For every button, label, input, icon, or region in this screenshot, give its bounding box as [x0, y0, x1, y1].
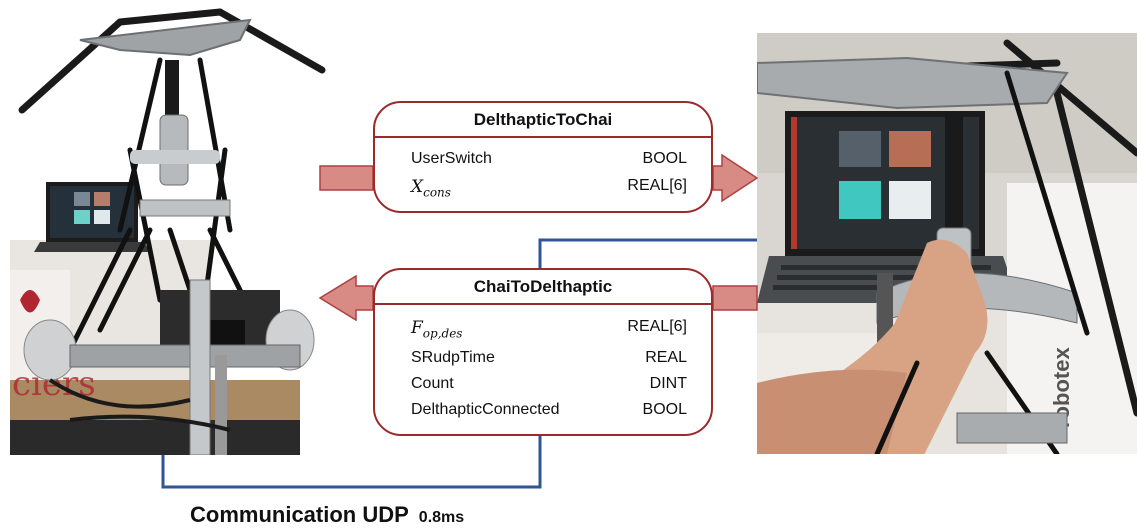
caption: Communication UDP 0.8ms — [190, 502, 464, 528]
delthaptic-to-chai-box: DelthapticToChai UserSwitch BOOL Xcons R… — [373, 101, 713, 213]
field-type: DINT — [649, 375, 687, 392]
field-name-base: X — [411, 177, 424, 197]
arrow-to-delthaptic-tail — [712, 285, 758, 311]
chai-to-delthaptic-box: ChaiToDelthaptic Fop,des REAL[6] SRudpTi… — [373, 268, 713, 436]
field-row: Xcons REAL[6] — [411, 177, 687, 201]
arrow-to-delthaptic-head — [318, 274, 374, 322]
field-type: BOOL — [642, 401, 687, 418]
field-row: Count DINT — [411, 375, 687, 399]
chai-user-photo: robotex — [757, 33, 1137, 454]
field-type: BOOL — [642, 150, 687, 167]
field-row: SRudpTime REAL — [411, 349, 687, 373]
delthaptic-robot-photo: ciers — [10, 0, 326, 455]
field-type: REAL[6] — [627, 318, 687, 335]
field-name-base: F — [411, 318, 423, 338]
arrow-to-chai-head — [712, 153, 759, 203]
chai-to-delthaptic-title: ChaiToDelthaptic — [375, 270, 711, 305]
field-name-sub: op,des — [422, 326, 463, 341]
field-name: DelthapticConnected — [411, 401, 560, 418]
field-row: UserSwitch BOOL — [411, 150, 687, 174]
caption-label: Communication UDP — [190, 502, 409, 527]
field-row: DelthapticConnected BOOL — [411, 401, 687, 425]
field-name: UserSwitch — [411, 150, 492, 167]
udp-link-line — [538, 238, 757, 270]
field-name: SRudpTime — [411, 349, 495, 366]
field-type: REAL[6] — [627, 177, 687, 194]
arrow-to-chai — [319, 165, 374, 191]
field-name: Xcons — [411, 177, 451, 199]
udp-link-line-bottom — [161, 436, 542, 489]
delthaptic-to-chai-title: DelthapticToChai — [375, 103, 711, 138]
field-name: Count — [411, 375, 454, 392]
field-name: Fop,des — [411, 318, 462, 340]
field-row: Fop,des REAL[6] — [411, 318, 687, 342]
field-type: REAL — [645, 349, 687, 366]
caption-latency: 0.8ms — [418, 509, 465, 526]
field-name-sub: cons — [423, 185, 451, 200]
